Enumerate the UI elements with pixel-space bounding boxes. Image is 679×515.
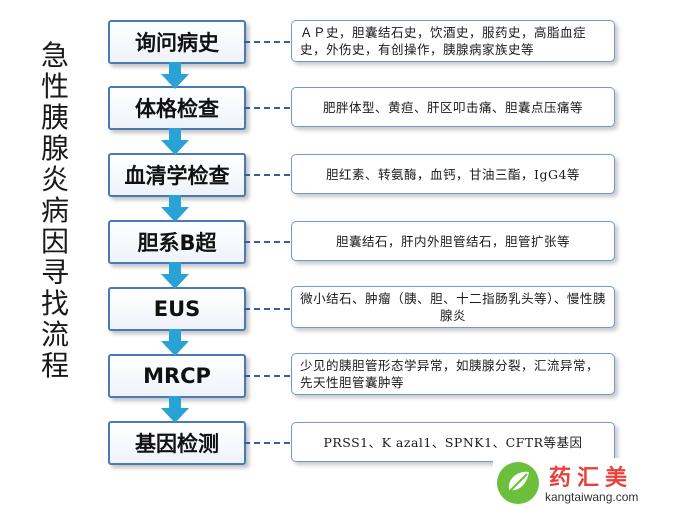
step-box-mrcp: MRCP <box>108 354 246 398</box>
down-arrow-icon <box>161 329 189 356</box>
dashed-connector <box>244 442 290 444</box>
step-box-eus: EUS <box>108 287 246 331</box>
detail-box-biliary-ultrasound: 胆囊结石，肝内外胆管结石，胆管扩张等 <box>291 221 615 261</box>
down-arrow-icon <box>161 195 189 222</box>
step-box-biliary-ultrasound: 胆系B超 <box>108 220 246 264</box>
watermark-name: 药汇美 <box>549 465 634 491</box>
detail-box-mrcp: 少见的胰胆管形态学异常，如胰腺分裂，汇流异常，先天性胆管囊肿等 <box>291 353 615 395</box>
leaf-logo-icon <box>497 462 539 504</box>
step-box-history: 询问病史 <box>108 20 246 64</box>
detail-box-history: ＡＰ史，胆囊结石史，饮酒史，服药史，高脂血症史，外伤史，有创操作，胰腺病家族史等 <box>291 20 615 62</box>
dashed-connector <box>244 174 290 176</box>
dashed-connector <box>244 375 290 377</box>
detail-box-physical-exam: 肥胖体型、黄疸、肝区叩击痛、胆囊点压痛等 <box>291 87 615 127</box>
step-box-physical-exam: 体格检查 <box>108 86 246 130</box>
dashed-connector <box>244 308 290 310</box>
down-arrow-icon <box>161 128 189 155</box>
dashed-connector <box>244 241 290 243</box>
step-box-genetic-test: 基因检测 <box>108 421 246 465</box>
watermark-url: kangtaiwang.com <box>545 490 639 504</box>
down-arrow-icon <box>161 262 189 289</box>
watermark-logo: 药汇美 kangtaiwang.com <box>493 458 671 510</box>
flowchart-title: 急性胰腺炎病因寻找流程 <box>40 39 69 382</box>
down-arrow-icon <box>161 62 189 89</box>
step-box-serology: 血清学检查 <box>108 153 246 197</box>
dashed-connector <box>244 107 290 109</box>
detail-box-genetic-test: PRSS1、K azal1、SPNK1、CFTR等基因 <box>291 422 615 462</box>
dashed-connector <box>244 41 290 43</box>
detail-box-serology: 胆红素、转氨酶，血钙，甘油三酯，IgG4等 <box>291 154 615 194</box>
down-arrow-icon <box>161 396 189 423</box>
detail-box-eus: 微小结石、肿瘤（胰、胆、十二指肠乳头等）、慢性胰腺炎 <box>291 286 615 328</box>
